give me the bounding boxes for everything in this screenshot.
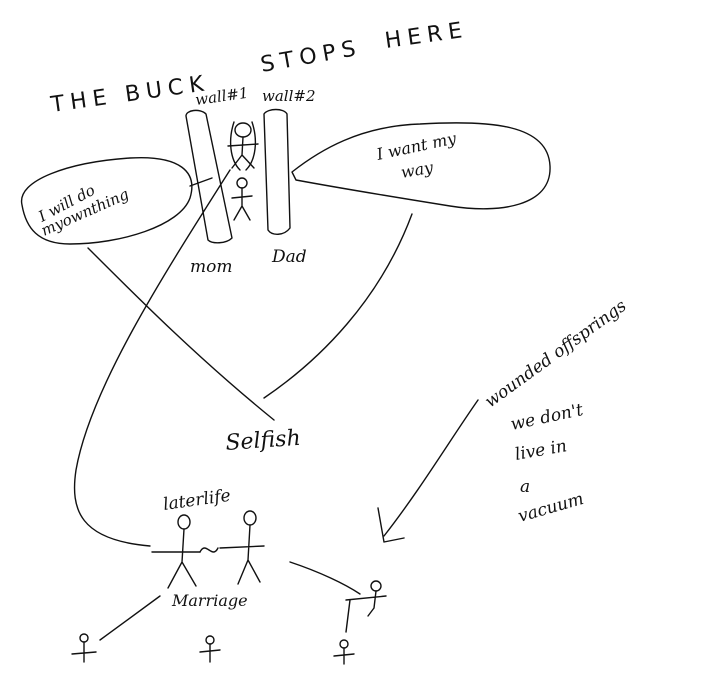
wall-1: [185, 109, 233, 244]
line-to-child-bottom: [345, 599, 351, 633]
couple-figures: [151, 510, 265, 589]
dad-label: Dad: [271, 247, 307, 267]
mom-bubble-outline: [21, 156, 193, 245]
note-arrow-shaft: [383, 399, 479, 537]
husband-body: [151, 528, 201, 589]
selfish-label: Selfish: [225, 426, 302, 456]
note-line-1: wounded offsprings: [481, 296, 630, 412]
dad-bubble-line-2: way: [399, 157, 435, 181]
child-right-body: [345, 590, 387, 617]
second-body: [231, 187, 253, 221]
child-bottom-body: [333, 647, 355, 665]
dad-bubble-outline: [291, 122, 551, 210]
line-dad-to-selfish: [263, 213, 413, 399]
mom-bubble-pointer: [189, 177, 213, 187]
dad-bubble: I want my way: [291, 122, 551, 210]
child-figure: [227, 121, 259, 221]
wall-2-label: wall#2: [262, 87, 316, 105]
dad-bubble-line-1: I want my: [374, 128, 459, 164]
line-child-to-laterlife: [73, 169, 231, 547]
line-to-child-left: [99, 595, 161, 641]
marriage-label: Marriage: [171, 591, 248, 610]
title-line-3: HERE: [383, 18, 469, 54]
note-line-2: we don't: [509, 400, 585, 435]
child-left-body: [71, 641, 97, 663]
title: THE BUCK STOPS HERE: [48, 18, 469, 119]
child-enclosure: [229, 121, 257, 171]
later-life-label: laterlife: [162, 486, 232, 515]
line-to-child-right: [289, 561, 361, 595]
mom-bubble: I will do myownthing: [21, 156, 213, 245]
walls: wall#1 wall#2: [185, 84, 316, 244]
offspring: [71, 561, 387, 665]
husband-head: [177, 514, 191, 530]
wife-head: [243, 510, 257, 526]
child-right-head: [370, 580, 382, 592]
note: wounded offsprings we don't live in a va…: [377, 296, 631, 543]
mom-label: mom: [190, 257, 232, 277]
child-middle-body: [199, 643, 221, 663]
note-arrow-head: [377, 507, 405, 543]
child-left-head: [79, 633, 89, 643]
child-bottom-head: [339, 639, 349, 649]
connector-lines: [73, 169, 413, 547]
note-line-4: a: [520, 477, 530, 497]
wife-body: [219, 524, 265, 585]
child-head: [234, 122, 252, 138]
title-line-2: STOPS: [259, 36, 364, 78]
second-head: [236, 177, 248, 189]
line-mom-to-selfish: [87, 247, 275, 421]
holding-hands: [199, 547, 219, 553]
title-line-1: THE BUCK: [48, 71, 211, 118]
note-line-3: live in: [513, 436, 568, 465]
child-middle-head: [205, 635, 215, 645]
wall-2: [263, 108, 291, 235]
child-body: [227, 136, 259, 169]
